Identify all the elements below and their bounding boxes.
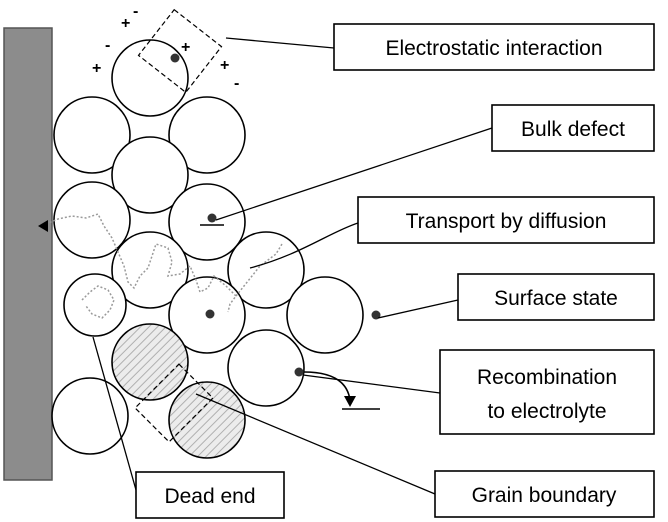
transport-dot: [205, 309, 215, 319]
particle: [286, 276, 364, 354]
dead-end-path: [81, 285, 115, 319]
surface-state-dot: [371, 310, 381, 320]
particle: [111, 136, 189, 214]
bulk-defect-dot: [207, 213, 217, 223]
label-recombination-line2: to electrolyte: [487, 400, 606, 423]
electrostatic-trap-dot: [170, 53, 180, 63]
label-bulk-defect-text: Bulk defect: [521, 118, 625, 141]
particle: [168, 96, 246, 174]
label-electrostatic: Electrostatic interaction: [333, 23, 655, 71]
label-transport: Transport by diffusion: [357, 196, 655, 244]
diffusion-path-2: [235, 243, 283, 297]
leader-lines: [92, 37, 493, 495]
plus-sign: +: [121, 15, 130, 32]
particle: [111, 231, 189, 309]
particle: [51, 377, 129, 455]
diffusion-path: [45, 213, 237, 313]
electrostatic-dashed-box: [137, 8, 223, 94]
particle: [111, 39, 189, 117]
electrode-arrow-head: [38, 220, 48, 232]
label-grain-boundary: Grain boundary: [434, 470, 655, 518]
particle: [53, 96, 131, 174]
label-dead-end: Dead end: [135, 471, 285, 519]
minus-sign: -: [133, 3, 138, 20]
dead-end-particle: [63, 273, 127, 337]
label-recombination-line1: Recombination: [477, 366, 617, 389]
particle: [227, 329, 305, 407]
grain-particle: [111, 323, 189, 401]
particle: [168, 183, 246, 261]
label-transport-text: Transport by diffusion: [406, 210, 607, 233]
label-surface-state-text: Surface state: [494, 287, 618, 310]
plus-sign: +: [181, 39, 190, 56]
label-electrostatic-text: Electrostatic interaction: [385, 37, 602, 60]
minus-sign: -: [105, 37, 110, 54]
label-dead-end-text: Dead end: [164, 485, 255, 508]
label-recombination: Recombination to electrolyte: [439, 349, 655, 435]
grain-particle: [168, 381, 246, 459]
particle-network: [51, 39, 364, 459]
plus-sign: +: [92, 60, 101, 77]
label-grain-boundary-text: Grain boundary: [472, 484, 617, 507]
minus-sign: -: [234, 75, 239, 92]
label-bulk-defect: Bulk defect: [491, 104, 655, 152]
electrode-bar: [3, 27, 53, 481]
particle: [227, 231, 305, 309]
recombination-arrow-head: [344, 396, 356, 407]
label-surface-state: Surface state: [457, 273, 655, 321]
plus-sign: +: [220, 57, 229, 74]
recombination-dot: [294, 367, 304, 377]
particle: [53, 181, 131, 259]
charges: + - - + + + -: [92, 3, 239, 92]
